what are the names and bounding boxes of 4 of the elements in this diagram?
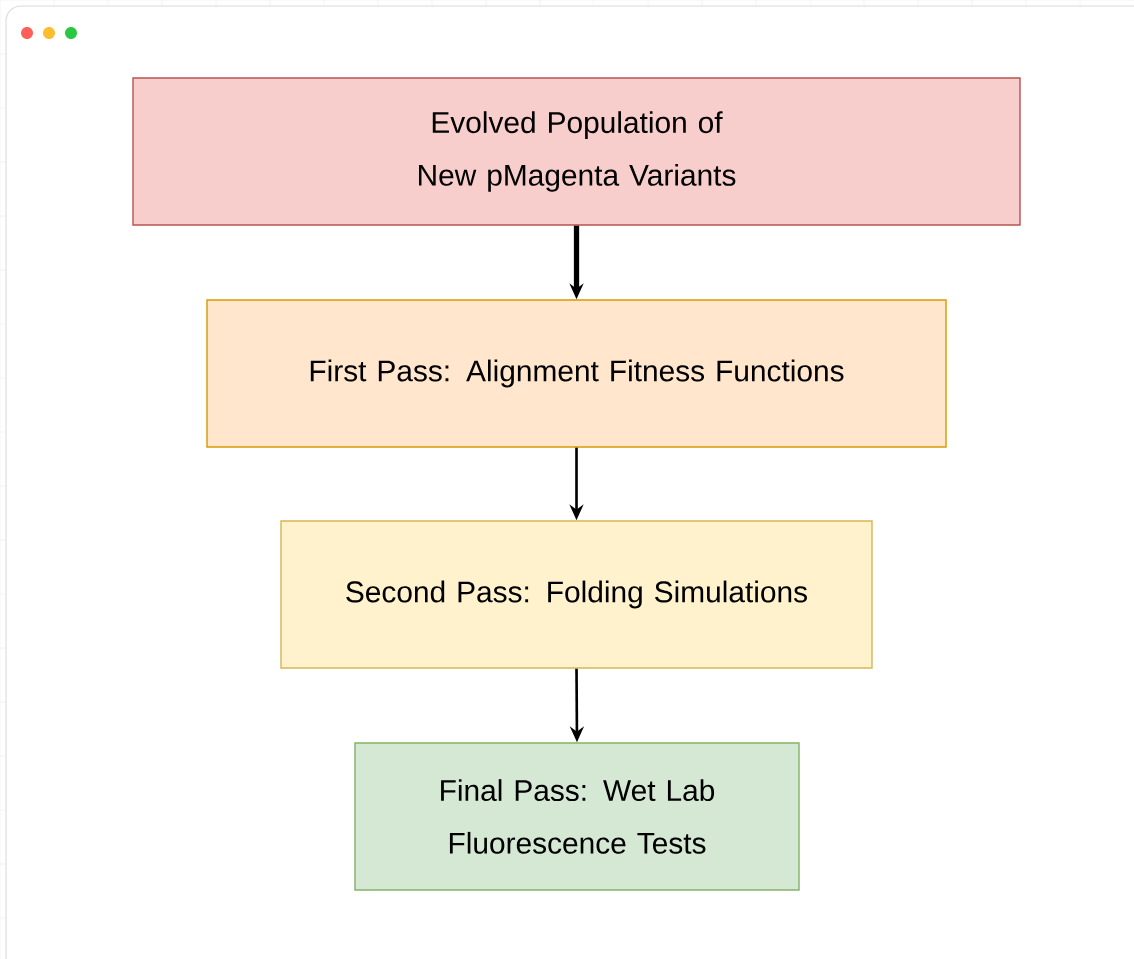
process-box: Second Pass: Folding Simulations (280, 520, 873, 669)
process-box: First Pass: Alignment Fitness Functions (206, 299, 947, 448)
process-box: Final Pass: Wet Lab Fluorescence Tests (354, 742, 800, 891)
process-box: Evolved Population of New pMagenta Variants (132, 77, 1021, 226)
